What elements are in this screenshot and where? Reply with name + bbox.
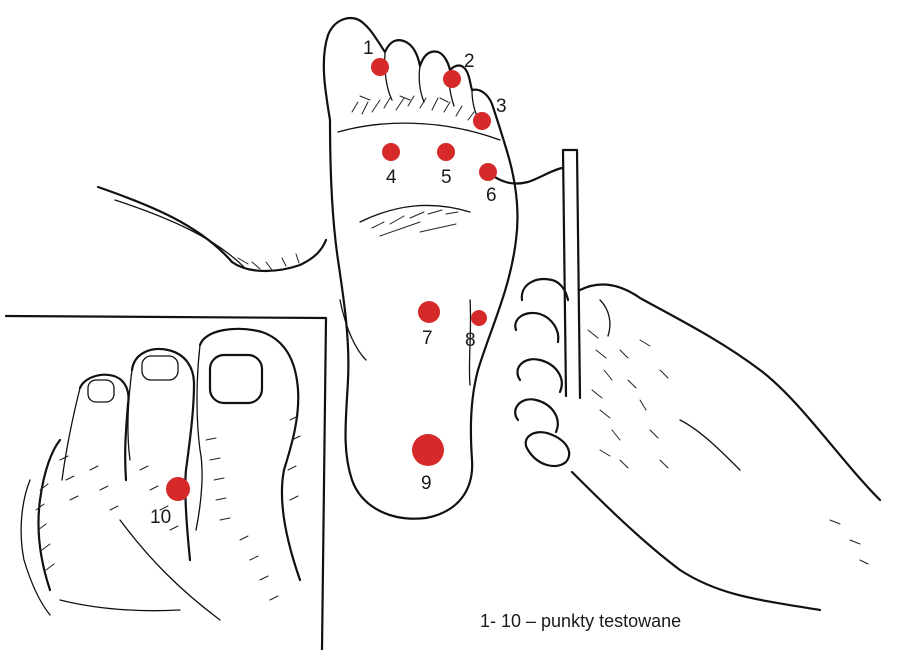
test-point-markers bbox=[166, 58, 497, 501]
test-point-10-marker bbox=[166, 477, 190, 501]
test-point-2-label: 2 bbox=[464, 51, 475, 72]
test-point-10-label: 10 bbox=[150, 507, 171, 528]
test-point-7-label: 7 bbox=[422, 328, 433, 349]
test-point-7-marker bbox=[418, 301, 440, 323]
test-point-2-marker bbox=[443, 70, 461, 88]
test-point-6-marker bbox=[479, 163, 497, 181]
test-point-9-marker bbox=[412, 434, 444, 466]
test-point-3-label: 3 bbox=[496, 96, 507, 117]
test-point-6-label: 6 bbox=[486, 185, 497, 206]
test-point-5-label: 5 bbox=[441, 167, 452, 188]
monofilament-hand-drawing bbox=[488, 150, 880, 610]
leg-outline bbox=[98, 187, 326, 271]
inset-toes-drawing bbox=[6, 316, 326, 650]
test-point-1-marker bbox=[371, 58, 389, 76]
test-point-9-label: 9 bbox=[421, 473, 432, 494]
test-point-8-marker bbox=[471, 310, 487, 326]
test-point-8-label: 8 bbox=[465, 330, 476, 351]
test-point-4-label: 4 bbox=[386, 167, 397, 188]
test-point-3-marker bbox=[473, 112, 491, 130]
test-point-1-label: 1 bbox=[363, 38, 374, 59]
test-point-4-marker bbox=[382, 143, 400, 161]
test-point-5-marker bbox=[437, 143, 455, 161]
caption: 1- 10 – punkty testowane bbox=[480, 611, 681, 631]
